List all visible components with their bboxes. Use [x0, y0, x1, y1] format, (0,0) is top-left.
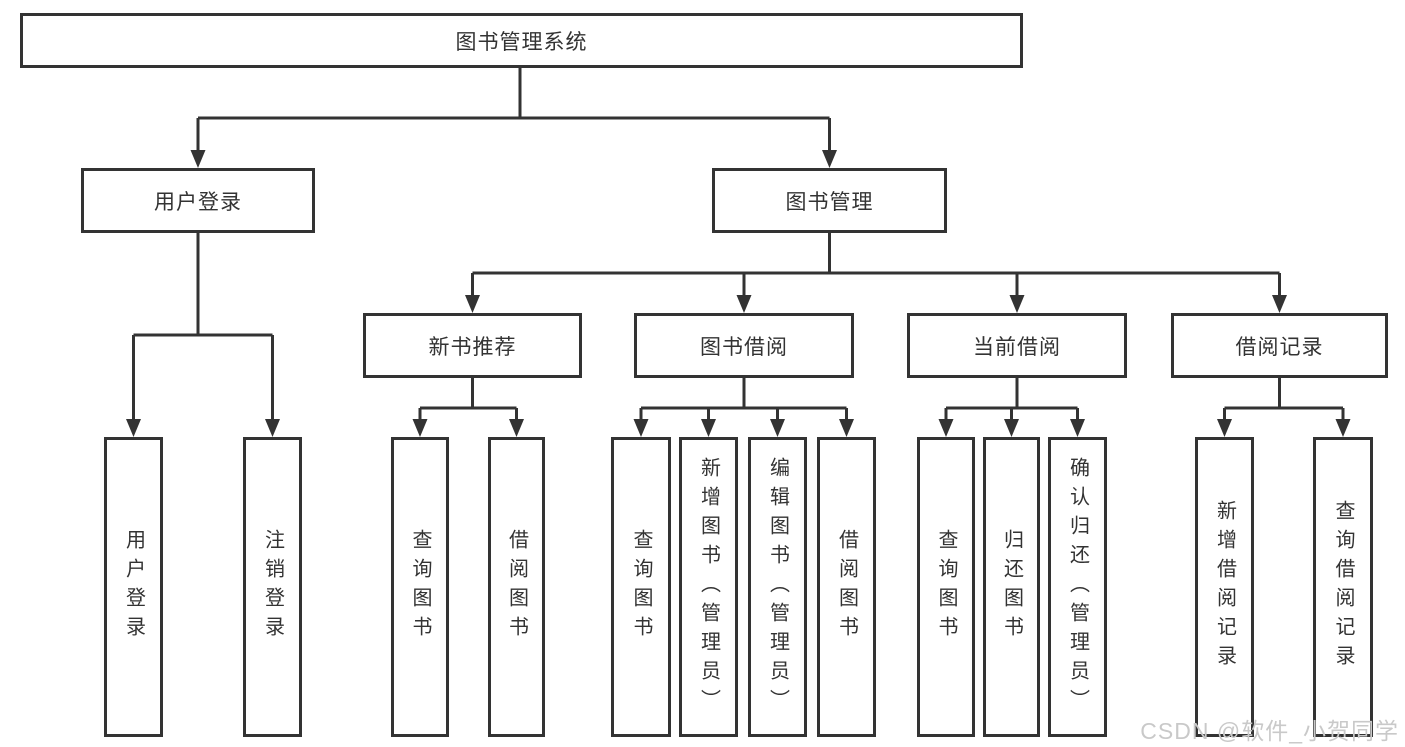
leaf-borrow-books-recommend: 借阅图书 [488, 437, 545, 737]
leaf-query-borrow-record: 查询借阅记录 [1313, 437, 1373, 737]
leaf-user-login: 用户登录 [104, 437, 163, 737]
csdn-watermark: CSDN @软件_小贺同学 [1140, 718, 1399, 744]
node-label: 借阅图书 [505, 529, 528, 645]
node-current-borrow: 当前借阅 [907, 313, 1127, 378]
node-label: 新书推荐 [428, 335, 517, 359]
node-borrow-records: 借阅记录 [1171, 313, 1388, 378]
node-book-borrow: 图书借阅 [634, 313, 854, 378]
node-label: 当前借阅 [973, 335, 1061, 359]
leaf-add-books-admin: 新增图书（管理员） [679, 437, 738, 737]
node-label: 查询借阅记录 [1332, 500, 1354, 674]
node-label: 新增借阅记录 [1213, 500, 1236, 674]
node-label: 借阅图书 [835, 529, 858, 645]
node-label: 图书管理 [785, 190, 874, 214]
leaf-edit-books-admin: 编辑图书（管理员） [748, 437, 807, 737]
leaf-confirm-return-admin: 确认归还（管理员） [1048, 437, 1107, 737]
node-new-book-recommend: 新书推荐 [363, 313, 582, 378]
node-label: 查询图书 [935, 529, 957, 645]
node-label: 图书借阅 [700, 335, 788, 359]
node-label: 用户登录 [154, 190, 242, 214]
node-label: 编辑图书（管理员） [766, 456, 789, 718]
node-book-management: 图书管理 [712, 168, 947, 233]
node-label: 借阅记录 [1235, 335, 1324, 359]
node-label: 确认归还（管理员） [1066, 456, 1089, 718]
node-label: 注销登录 [261, 529, 284, 645]
node-user-login: 用户登录 [81, 168, 315, 233]
leaf-return-books: 归还图书 [983, 437, 1040, 737]
node-label: 图书管理系统 [455, 30, 588, 54]
leaf-query-books-borrow: 查询图书 [611, 437, 671, 737]
node-label: 查询图书 [630, 529, 652, 645]
node-label: 用户登录 [122, 529, 145, 645]
leaf-borrow-books: 借阅图书 [817, 437, 876, 737]
leaf-query-books-current: 查询图书 [917, 437, 975, 737]
node-label: 归还图书 [1000, 529, 1023, 645]
leaf-query-books-recommend: 查询图书 [391, 437, 449, 737]
leaf-add-borrow-record: 新增借阅记录 [1195, 437, 1254, 737]
node-root-system: 图书管理系统 [20, 13, 1023, 68]
node-label: 查询图书 [409, 529, 431, 645]
leaf-logout: 注销登录 [243, 437, 302, 737]
node-label: 新增图书（管理员） [697, 456, 720, 718]
